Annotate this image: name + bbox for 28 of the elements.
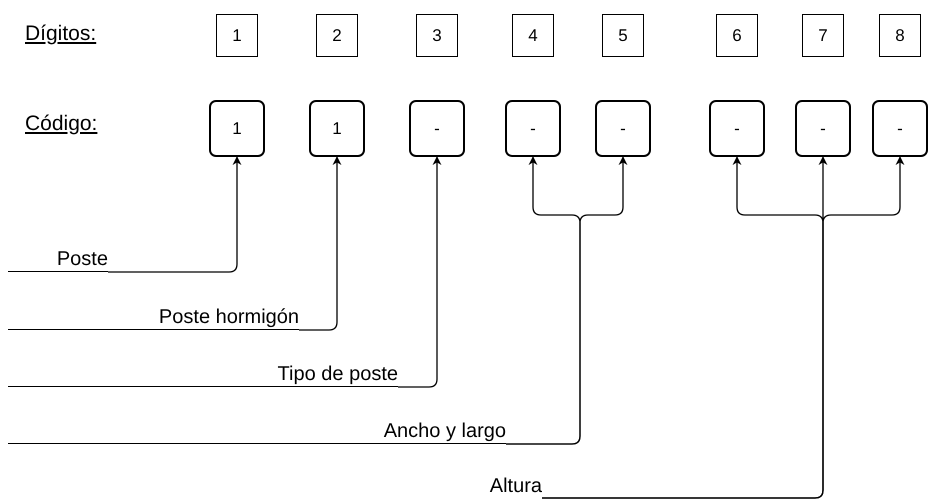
code-box: -: [872, 100, 928, 157]
code-box: -: [595, 100, 651, 157]
code-box: 1: [309, 100, 365, 157]
digit-box: 4: [512, 14, 554, 57]
digit-box: 6: [716, 14, 758, 57]
leader-text: Poste: [8, 246, 108, 272]
row-label: Dígitos:: [25, 22, 96, 46]
leader-text: Ancho y largo: [8, 418, 506, 444]
code-box: -: [505, 100, 561, 157]
leader-text: Altura: [460, 470, 542, 498]
leader-text: Poste hormigón: [8, 304, 299, 330]
digit-box: 5: [602, 14, 644, 57]
code-box: 1: [209, 100, 265, 157]
arrow: [542, 156, 904, 499]
digit-box: 7: [802, 14, 844, 57]
leader-text: Tipo de poste: [8, 361, 398, 387]
digit-box: 3: [416, 14, 458, 57]
code-box: -: [709, 100, 765, 157]
arrow: [299, 156, 342, 331]
digit-box: 1: [216, 14, 258, 57]
digit-box: 8: [879, 14, 921, 57]
digit-box: 2: [316, 14, 358, 57]
arrow: [398, 156, 442, 388]
code-box: -: [795, 100, 851, 157]
arrow: [506, 156, 628, 445]
code-box: -: [409, 100, 465, 157]
arrow: [108, 156, 242, 273]
row-label: Código:: [25, 112, 98, 136]
